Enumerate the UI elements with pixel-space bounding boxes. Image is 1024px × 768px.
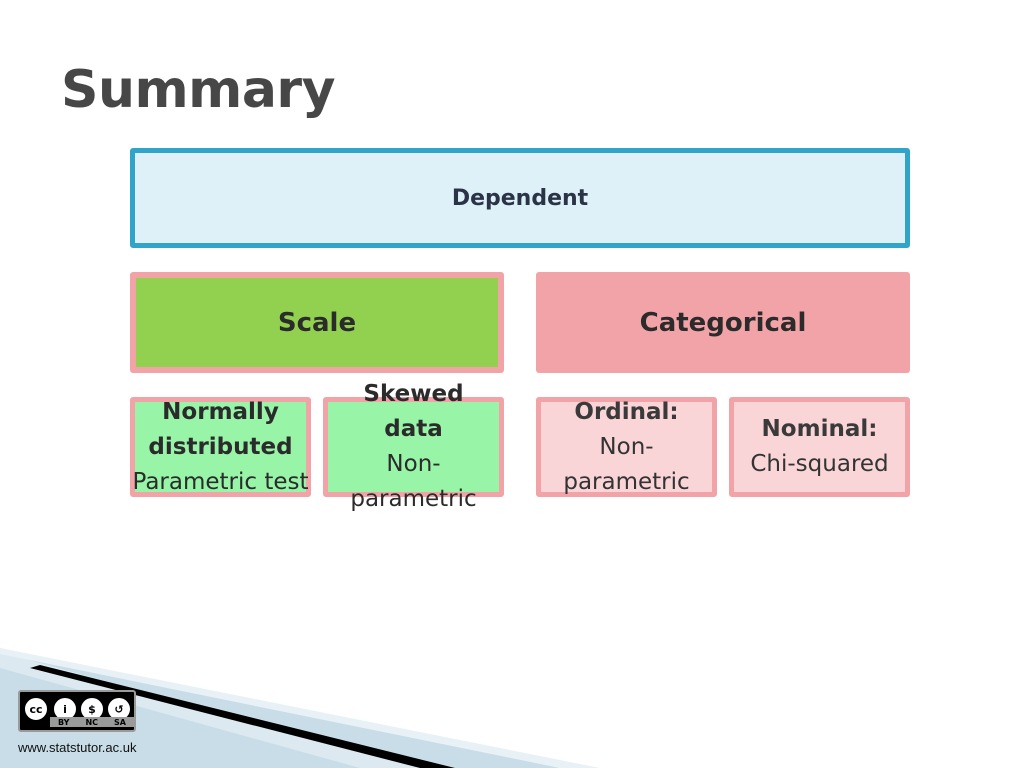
- dependent-label: Dependent: [451, 185, 589, 211]
- categorical-box: Categorical: [536, 272, 910, 373]
- license-labels: BY NC SA: [50, 717, 134, 727]
- footer-url-link[interactable]: www.statstutor.ac.uk: [18, 740, 137, 755]
- dependent-box: Dependent: [130, 148, 910, 248]
- ordinal-test: Non-parametric: [563, 433, 690, 495]
- scale-box: Scale: [130, 272, 504, 373]
- categorical-label: Categorical: [639, 307, 807, 338]
- nominal-test: Chi-squared: [750, 451, 889, 477]
- scale-label: Scale: [277, 307, 357, 338]
- normally-distributed-test: Parametric test: [132, 468, 309, 495]
- normally-distributed-heading: Normally distributed: [148, 398, 293, 460]
- normally-distributed-box: Normally distributed Parametric test: [130, 397, 311, 497]
- ordinal-box: Ordinal: Non-parametric: [536, 397, 717, 497]
- skewed-data-test: Non-parametric: [350, 451, 477, 512]
- license-label-by: BY: [58, 717, 70, 727]
- nominal-heading: Nominal:: [761, 416, 878, 442]
- skewed-data-heading: Skewed data: [363, 381, 464, 442]
- page-title: Summary: [61, 60, 335, 120]
- license-label-sa: SA: [114, 717, 126, 727]
- skewed-data-box: Skewed data Non-parametric: [323, 381, 504, 512]
- creative-commons-badge[interactable]: cc i $ ↺ BY NC SA: [18, 690, 136, 732]
- license-label-nc: NC: [85, 717, 99, 727]
- creative-commons-icon: cc: [23, 696, 49, 722]
- ordinal-heading: Ordinal:: [574, 398, 679, 425]
- nominal-box: Nominal: Chi-squared: [729, 397, 910, 497]
